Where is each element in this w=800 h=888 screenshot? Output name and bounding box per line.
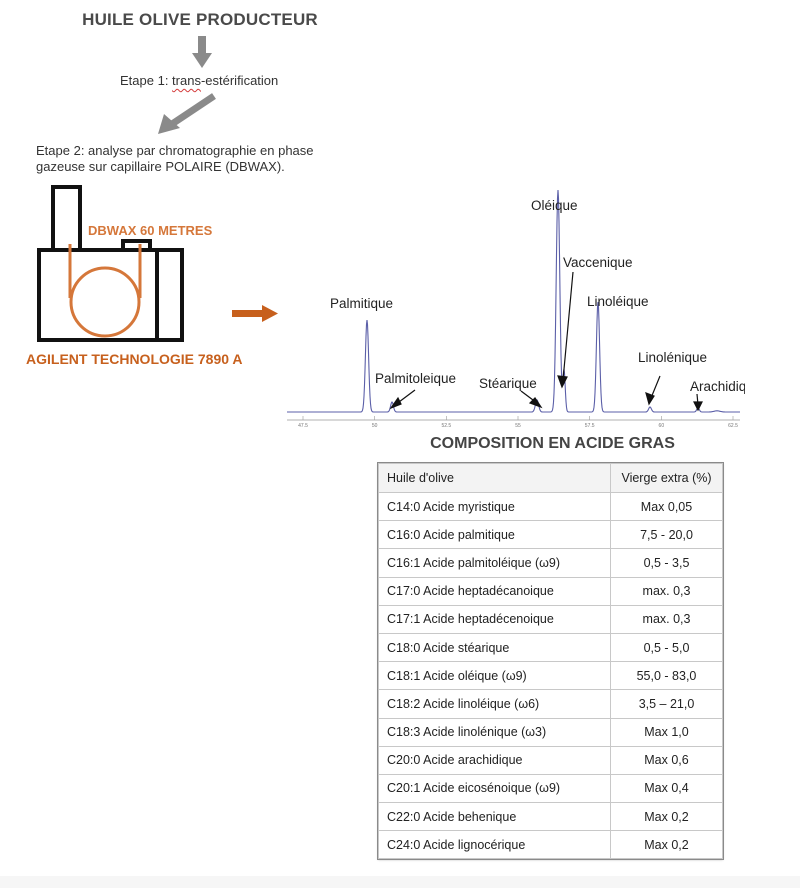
axis-tick-label: 62.5 xyxy=(728,423,738,429)
peak-label: Palmitique xyxy=(330,296,393,311)
fatty-acid-value: Max 0,2 xyxy=(610,830,723,860)
axis-tick-label: 57.5 xyxy=(585,423,595,429)
step1-suffix: -estérification xyxy=(200,73,279,88)
fatty-acid-value: 55,0 - 83,0 xyxy=(610,661,723,691)
peak-label: Arachidique xyxy=(690,379,745,394)
right-arrow-icon xyxy=(232,305,278,322)
table-row: C20:1 Acide eicosénoique (ω9)Max 0,4 xyxy=(378,773,723,804)
peak-label: Palmitoleique xyxy=(375,371,456,386)
header-extra-virgin: Vierge extra (%) xyxy=(610,463,723,493)
header-oil: Huile d'olive xyxy=(378,463,611,493)
composition-table: Huile d'olive Vierge extra (%) C14:0 Aci… xyxy=(377,461,724,861)
fatty-acid-value: Max 0,4 xyxy=(610,773,723,804)
fatty-acid-name: C16:0 Acide palmitique xyxy=(378,520,611,550)
fatty-acid-value: 3,5 – 21,0 xyxy=(610,689,723,719)
fatty-acid-value: 0,5 - 3,5 xyxy=(610,548,723,578)
fatty-acid-value: Max 1,0 xyxy=(610,717,723,747)
instrument-model-label: AGILENT TECHNOLOGIE 7890 A xyxy=(26,351,243,367)
table-header-row: Huile d'olive Vierge extra (%) xyxy=(378,463,723,493)
chromatogram: 47.5 50 52.5 55 57.5 60 62.5 PalmitiquePalmito… xyxy=(287,189,745,429)
fatty-acid-name: C17:1 Acide heptadécenoique xyxy=(378,604,611,634)
fatty-acid-name: C18:2 Acide linoléique (ω6) xyxy=(378,689,611,719)
down-arrow-icon xyxy=(192,36,212,68)
fatty-acid-value: max. 0,3 xyxy=(610,604,723,634)
fatty-acid-value: 7,5 - 20,0 xyxy=(610,520,723,550)
peak-annotation-arrows xyxy=(389,271,703,412)
fatty-acid-name: C22:0 Acide behenique xyxy=(378,802,611,832)
gc-instrument-drawing xyxy=(37,185,184,342)
fatty-acid-value: Max 0,2 xyxy=(610,802,723,832)
chromatogram-trace xyxy=(287,189,740,413)
axis-tick-label: 60 xyxy=(659,423,665,429)
step1-underlined: trans xyxy=(172,73,201,88)
fatty-acid-value: Max 0,6 xyxy=(610,745,723,775)
axis-tick-label: 50 xyxy=(372,423,378,429)
diagonal-arrow-icon xyxy=(158,93,216,134)
step2-line2: gazeuse sur capillaire POLAIRE (DBWAX). xyxy=(36,159,285,174)
axis-tick-label: 55 xyxy=(515,423,521,429)
fatty-acid-name: C18:0 Acide stéarique xyxy=(378,632,611,663)
table-row: C18:3 Acide linolénique (ω3)Max 1,0 xyxy=(378,717,723,747)
chromatogram-ticks: 47.5 50 52.5 55 57.5 60 62.5 xyxy=(298,416,738,429)
fatty-acid-name: C14:0 Acide myristique xyxy=(378,491,611,522)
fatty-acid-name: C18:1 Acide oléique (ω9) xyxy=(378,661,611,691)
axis-tick-label: 52.5 xyxy=(441,423,451,429)
peak-label: Linoléique xyxy=(587,294,649,309)
table-row: C16:1 Acide palmitoléique (ω9)0,5 - 3,5 xyxy=(378,548,723,578)
step1-prefix: Etape 1: xyxy=(120,73,173,88)
fatty-acid-value: Max 0,05 xyxy=(610,491,723,522)
fatty-acid-name: C20:0 Acide arachidique xyxy=(378,745,611,775)
step2-text: Etape 2: analyse par chromatographie en … xyxy=(36,143,356,175)
fatty-acid-name: C16:1 Acide palmitoléique (ω9) xyxy=(378,548,611,578)
fatty-acid-value: 0,5 - 5,0 xyxy=(610,632,723,663)
fatty-acid-name: C17:0 Acide heptadécanoique xyxy=(378,576,611,606)
step2-line1: Etape 2: analyse par chromatographie en … xyxy=(36,143,314,158)
fatty-acid-name: C24:0 Acide lignocérique xyxy=(378,830,611,860)
table-title: COMPOSITION EN ACIDE GRAS xyxy=(430,435,675,452)
step1-text: Etape 1: trans-estérification xyxy=(120,73,278,88)
peak-label: Oléique xyxy=(531,198,578,213)
peak-label: Stéarique xyxy=(479,376,537,391)
column-label: DBWAX 60 METRES xyxy=(88,223,213,238)
main-title: HUILE OLIVE PRODUCTEUR xyxy=(82,10,318,29)
table-row: C18:1 Acide oléique (ω9)55,0 - 83,0 xyxy=(378,661,723,691)
bottom-strip xyxy=(0,876,800,888)
fatty-acid-value: max. 0,3 xyxy=(610,576,723,606)
fatty-acid-name: C18:3 Acide linolénique (ω3) xyxy=(378,717,611,747)
axis-tick-label: 47.5 xyxy=(298,423,308,429)
peak-label: Linolénique xyxy=(638,350,707,365)
fatty-acid-name: C20:1 Acide eicosénoique (ω9) xyxy=(378,773,611,804)
table-row: C18:2 Acide linoléique (ω6)3,5 – 21,0 xyxy=(378,689,723,719)
peak-label: Vaccenique xyxy=(563,255,633,270)
